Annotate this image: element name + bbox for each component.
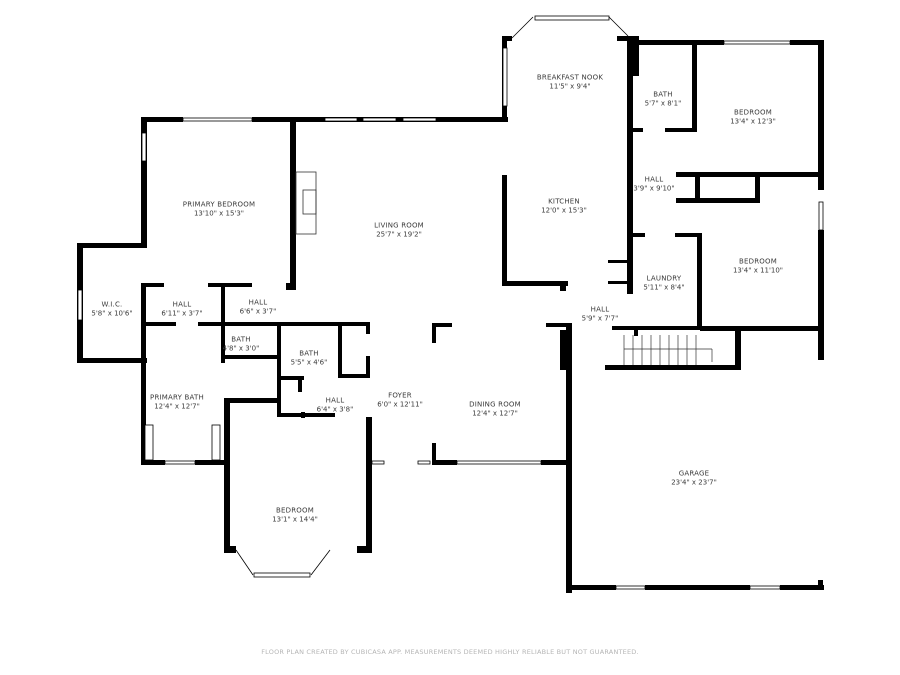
room-name: GARAGE <box>678 469 710 478</box>
room-name: BATH <box>299 349 319 358</box>
room-name: HALL <box>325 396 345 405</box>
room-dimensions: 13'10" x 15'3" <box>193 209 245 217</box>
disclaimer-footer: FLOOR PLAN CREATED BY CUBICASA APP. MEAS… <box>261 648 639 656</box>
room-name: PRIMARY BATH <box>150 393 204 402</box>
room-dimensions: 5'8" x 10'6" <box>91 309 133 317</box>
room-dimensions: 13'4" x 11'10" <box>732 266 784 274</box>
room-dimensions: 5'9" x 7'7" <box>581 314 619 322</box>
room-dimensions: 6'6" x 3'7" <box>239 307 277 315</box>
room-dimensions: 3'9" x 9'10" <box>633 184 675 192</box>
room-name: BATH <box>231 335 251 344</box>
fireplace <box>295 171 317 235</box>
room-dimensions: 12'0" x 15'3" <box>541 206 587 214</box>
room-name: KITCHEN <box>548 197 580 206</box>
room-name: HALL <box>590 305 610 314</box>
room-dimensions: 12'4" x 12'7" <box>472 409 518 417</box>
room-dimensions: 6'11" x 3'7" <box>161 309 203 317</box>
room-label-wic: W.I.C.5'8" x 10'6" <box>91 300 132 318</box>
room-name: DINING ROOM <box>469 400 521 409</box>
stairs <box>623 335 713 365</box>
room-dimensions: 4'8" x 3'0" <box>222 344 260 352</box>
room-name: HALL <box>248 298 268 307</box>
room-name: HALL <box>644 175 664 184</box>
room-dimensions: 25'7" x 19'2" <box>376 230 422 238</box>
room-name: BREAKFAST NOOK <box>536 73 604 82</box>
windows <box>77 15 824 590</box>
room-name: LIVING ROOM <box>374 221 424 230</box>
room-name: BEDROOM <box>734 108 772 117</box>
room-name: BATH <box>653 90 673 99</box>
room-dimensions: 13'1" x 14'4" <box>272 515 318 523</box>
room-name: BEDROOM <box>276 506 314 515</box>
room-name: PRIMARY BEDROOM <box>182 200 256 209</box>
room-dimensions: 11'5" x 9'4" <box>549 82 591 90</box>
room-name: HALL <box>172 300 192 309</box>
room-dimensions: 6'4" x 3'8" <box>316 405 354 413</box>
room-name: FOYER <box>388 391 412 400</box>
room-dimensions: 13'4" x 12'3" <box>730 117 776 125</box>
room-name: LAUNDRY <box>646 274 682 283</box>
room-name: W.I.C. <box>101 300 123 309</box>
room-dimensions: 12'4" x 12'7" <box>154 402 200 410</box>
room-dimensions: 23'4" x 23'7" <box>671 478 717 486</box>
room-dimensions: 6'0" x 12'11" <box>377 400 423 408</box>
room-dimensions: 5'11" x 8'4" <box>643 283 685 291</box>
room-name: BEDROOM <box>739 257 777 266</box>
room-dimensions: 5'7" x 8'1" <box>644 99 682 107</box>
room-dimensions: 5'5" x 4'6" <box>290 358 328 366</box>
